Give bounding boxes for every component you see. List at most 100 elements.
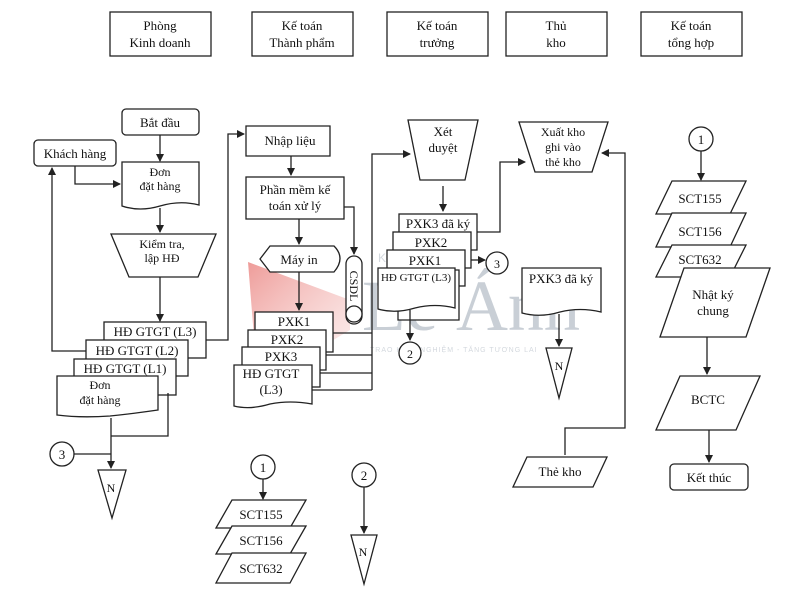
printer-display: Máy in xyxy=(259,245,341,273)
flow-arrow xyxy=(477,158,526,233)
check-manual-operation: Kiểm tra, lập HĐ xyxy=(110,233,217,278)
svg-text:SCT632: SCT632 xyxy=(678,252,721,267)
svg-text:đặt hàng: đặt hàng xyxy=(80,393,121,407)
customer-box: Khách hàng xyxy=(33,139,117,167)
svg-text:(L3): (L3) xyxy=(259,382,282,397)
ledger-sct156-bottom: SCT156 xyxy=(214,525,308,555)
ledger-sct632-bottom: SCT632 xyxy=(214,552,308,584)
invoice-l3-chief-document: HĐ GTGT (L3) xyxy=(377,267,456,312)
svg-text:lập HĐ: lập HĐ xyxy=(145,251,180,265)
start-terminal: Bắt đầu xyxy=(121,108,200,136)
file-n-sales: N xyxy=(97,469,127,521)
svg-text:Nhập liệu: Nhập liệu xyxy=(265,133,316,148)
svg-text:SCT156: SCT156 xyxy=(239,533,283,548)
svg-text:Phần mềm kế: Phần mềm kế xyxy=(260,182,332,197)
svg-text:PXK2: PXK2 xyxy=(271,332,304,347)
svg-text:Thành phẩm: Thành phẩm xyxy=(269,35,334,50)
svg-text:2: 2 xyxy=(407,347,413,361)
svg-text:trưởng: trưởng xyxy=(420,35,455,50)
svg-text:PXK1: PXK1 xyxy=(409,253,442,268)
svg-text:thẻ kho: thẻ kho xyxy=(545,155,581,169)
svg-text:Kinh doanh: Kinh doanh xyxy=(129,35,191,50)
svg-text:Máy in: Máy in xyxy=(280,252,318,267)
lane-header-general-accounting: Kế toán tổng hợp xyxy=(640,11,743,57)
lane-header-product-accounting: Kế toán Thành phẩm xyxy=(251,11,354,57)
lane-header-sales: Phòng Kinh doanh xyxy=(109,11,212,57)
svg-text:Xét: Xét xyxy=(434,124,453,139)
svg-text:HĐ GTGT (L3): HĐ GTGT (L3) xyxy=(114,324,197,339)
svg-text:HĐ GTGT (L3): HĐ GTGT (L3) xyxy=(381,272,451,284)
svg-text:SCT155: SCT155 xyxy=(239,507,282,522)
flow-arrow xyxy=(48,167,86,352)
svg-text:3: 3 xyxy=(59,447,66,462)
svg-text:Kế toán: Kế toán xyxy=(417,18,458,33)
svg-text:HĐ GTGT (L2): HĐ GTGT (L2) xyxy=(96,343,179,358)
end-terminal: Kết thúc xyxy=(669,463,749,491)
svg-text:N: N xyxy=(107,481,116,495)
ledger-sct155-bottom: SCT155 xyxy=(214,499,308,529)
svg-text:1: 1 xyxy=(260,460,267,475)
svg-text:N: N xyxy=(359,545,368,559)
svg-text:Đơn: Đơn xyxy=(89,378,110,392)
flow-arrow xyxy=(206,130,245,341)
svg-text:PXK1: PXK1 xyxy=(278,314,311,329)
ledger-sct155: SCT155 xyxy=(654,180,748,215)
watermark-tagline: TRAO KINH NGHIỆM - TĂNG TƯƠNG LAI xyxy=(370,345,538,354)
pxk3-signed-warehouse-document: PXK3 đã ký xyxy=(521,267,602,316)
file-n-warehouse: N xyxy=(545,347,573,401)
svg-text:2: 2 xyxy=(361,468,368,483)
connector-2-chief: 2 xyxy=(398,341,422,365)
svg-text:toán xử lý: toán xử lý xyxy=(269,198,322,213)
svg-text:PXK3 đã ký: PXK3 đã ký xyxy=(406,216,471,231)
svg-text:BCTC: BCTC xyxy=(691,392,725,407)
svg-text:ghi vào: ghi vào xyxy=(545,140,581,154)
svg-text:kho: kho xyxy=(546,35,566,50)
flow-arrow xyxy=(74,166,121,188)
flow-arrow xyxy=(344,206,358,255)
svg-text:HĐ GTGT (L1): HĐ GTGT (L1) xyxy=(84,361,167,376)
connector-3-chief: 3 xyxy=(485,251,509,275)
svg-text:PXK3: PXK3 xyxy=(265,349,298,364)
svg-text:SCT155: SCT155 xyxy=(678,191,721,206)
connector-1-general: 1 xyxy=(688,126,714,152)
svg-text:Kế toán: Kế toán xyxy=(282,18,323,33)
svg-text:N: N xyxy=(555,359,564,373)
issue-stock-manual-operation: Xuất kho ghi vào thẻ kho xyxy=(518,121,609,173)
flow-arrow xyxy=(564,149,626,455)
svg-text:3: 3 xyxy=(494,257,500,271)
svg-text:CSDL: CSDL xyxy=(347,271,361,302)
svg-text:chung: chung xyxy=(697,303,729,318)
svg-text:Bắt đầu: Bắt đầu xyxy=(140,115,181,130)
svg-text:Thủ: Thủ xyxy=(546,18,567,33)
svg-text:PXK2: PXK2 xyxy=(415,235,448,250)
svg-text:Xuất kho: Xuất kho xyxy=(541,125,585,139)
connector-1-bottom: 1 xyxy=(250,454,276,480)
flow-arrow xyxy=(371,150,411,390)
data-entry: Nhập liệu xyxy=(245,125,331,157)
ledger-sct156: SCT156 xyxy=(654,212,748,248)
svg-text:Phòng: Phòng xyxy=(143,18,177,33)
svg-text:Thẻ kho: Thẻ kho xyxy=(539,464,582,479)
svg-text:tổng hợp: tổng hợp xyxy=(668,35,714,50)
svg-text:Nhật ký: Nhật ký xyxy=(692,287,734,302)
svg-text:HĐ GTGT: HĐ GTGT xyxy=(243,366,300,381)
stock-card: Thẻ kho xyxy=(511,456,609,488)
svg-text:SCT156: SCT156 xyxy=(678,224,722,239)
connector-2-bottom: 2 xyxy=(351,462,377,488)
review-manual-operation: Xét duyệt xyxy=(407,119,479,181)
general-journal: Nhật ký chung xyxy=(659,267,771,338)
svg-text:Kiểm tra,: Kiểm tra, xyxy=(139,237,184,251)
order-copy-document: Đơn đặt hàng xyxy=(56,375,159,418)
order-document: Đơn đặt hàng xyxy=(121,161,200,210)
database-csdl: CSDL xyxy=(345,255,363,325)
lane-header-warehouse: Thủ kho xyxy=(505,11,608,57)
svg-text:PXK3 đã ký: PXK3 đã ký xyxy=(529,271,594,286)
svg-text:SCT632: SCT632 xyxy=(239,561,282,576)
svg-text:đặt hàng: đặt hàng xyxy=(140,179,181,193)
connector-3: 3 xyxy=(49,441,75,467)
svg-text:Kết thúc: Kết thúc xyxy=(687,470,732,485)
file-n-bottom: N xyxy=(350,534,378,587)
accounting-software-process: Phần mềm kế toán xử lý xyxy=(245,176,345,220)
svg-text:Kế toán: Kế toán xyxy=(671,18,712,33)
